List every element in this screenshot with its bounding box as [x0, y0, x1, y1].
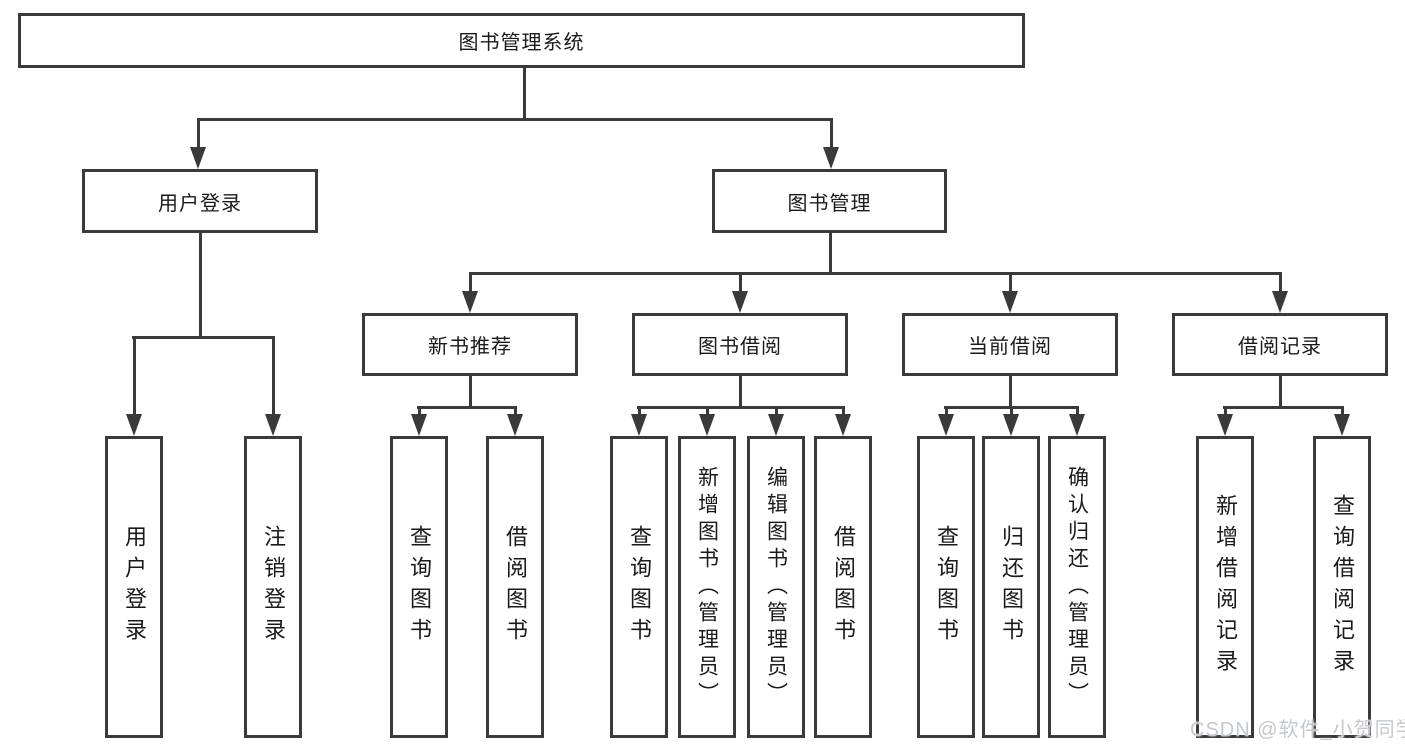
edge-borrowing-records-rail [1223, 406, 1344, 409]
arrow-down-icon [462, 291, 478, 313]
edge-root-stem [523, 68, 526, 120]
arrow-down-icon [1003, 414, 1019, 436]
arrow-down-icon [507, 414, 523, 436]
edge-to-leaf-logout [272, 336, 275, 418]
edge-leaf-stub [775, 406, 778, 418]
leaf-return-books: 归还图书 [982, 436, 1040, 738]
edge-to-user-login [197, 118, 200, 154]
csdn-watermark: CSDN @软件_小贺同学 [1190, 719, 1405, 741]
arrow-down-icon [190, 147, 206, 169]
edge-user-login-rail [132, 336, 275, 339]
edge-user-login-stem [199, 233, 202, 338]
edge-borrowing-records-stem [1279, 376, 1282, 408]
arrow-down-icon [732, 291, 748, 313]
edge-book-borrowing-rail [637, 406, 845, 409]
edge-leaf-stub [1341, 406, 1344, 418]
leaf-edit-book-admin: 编辑图书（管理员） [747, 436, 805, 738]
arrow-down-icon [768, 414, 784, 436]
edge-level3-rail [469, 272, 1282, 275]
node-new-book-recommend: 新书推荐 [362, 313, 578, 376]
arrow-down-icon [835, 414, 851, 436]
node-root-library-system: 图书管理系统 [18, 13, 1025, 68]
leaf-query-books-current: 查询图书 [917, 436, 975, 738]
edge-to-new-book-recommend [469, 272, 472, 295]
edge-book-management-stem [829, 233, 832, 274]
arrow-down-icon [1272, 291, 1288, 313]
node-user-login: 用户登录 [82, 169, 318, 233]
edge-new-book-rail [417, 406, 517, 409]
arrow-down-icon [938, 414, 954, 436]
edge-leaf-stub [514, 406, 517, 418]
leaf-user-login: 用户登录 [105, 436, 163, 738]
leaf-borrow-books-borrowing: 借阅图书 [814, 436, 872, 738]
arrow-down-icon [1069, 414, 1085, 436]
edge-leaf-stub [1010, 406, 1013, 418]
edge-book-borrowing-stem [739, 376, 742, 408]
edge-to-book-management [830, 118, 833, 154]
edge-leaf-stub [638, 406, 641, 418]
arrow-down-icon [265, 414, 281, 436]
arrow-down-icon [411, 414, 427, 436]
edge-to-current-borrowing [1009, 272, 1012, 295]
node-borrowing-records: 借阅记录 [1172, 313, 1388, 376]
edge-level2-rail [197, 118, 833, 121]
edge-leaf-stub [842, 406, 845, 418]
arrow-down-icon [631, 414, 647, 436]
leaf-logout: 注销登录 [244, 436, 302, 738]
leaf-borrow-books-recommend: 借阅图书 [486, 436, 544, 738]
arrow-down-icon [1002, 291, 1018, 313]
arrow-down-icon [823, 147, 839, 169]
node-current-borrowing: 当前借阅 [902, 313, 1118, 376]
edge-to-leaf-user-login [133, 336, 136, 418]
leaf-query-borrow-record: 查询借阅记录 [1313, 436, 1371, 738]
leaf-query-books-borrowing: 查询图书 [610, 436, 668, 738]
edge-current-borrowing-stem [1009, 376, 1012, 408]
arrow-down-icon [699, 414, 715, 436]
edge-leaf-stub [1224, 406, 1227, 418]
arrow-down-icon [1217, 414, 1233, 436]
leaf-add-borrow-record: 新增借阅记录 [1196, 436, 1254, 738]
edge-new-book-stem [469, 376, 472, 408]
edge-leaf-stub [418, 406, 421, 418]
edge-to-borrowing-records [1279, 272, 1282, 295]
arrow-down-icon [126, 414, 142, 436]
edge-to-book-borrowing [739, 272, 742, 295]
node-book-borrowing: 图书借阅 [632, 313, 848, 376]
arrow-down-icon [1334, 414, 1350, 436]
leaf-confirm-return-admin: 确认归还（管理员） [1048, 436, 1106, 738]
edge-leaf-stub [1076, 406, 1079, 418]
edge-leaf-stub [945, 406, 948, 418]
leaf-query-books-recommend: 查询图书 [390, 436, 448, 738]
edge-leaf-stub [706, 406, 709, 418]
leaf-add-book-admin: 新增图书（管理员） [678, 436, 736, 738]
node-book-management: 图书管理 [712, 169, 947, 233]
